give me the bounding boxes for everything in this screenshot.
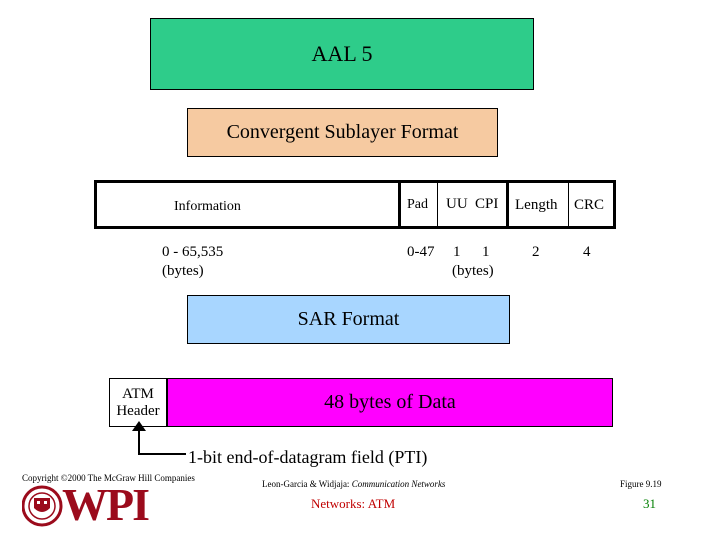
aal5-label: AAL 5 xyxy=(311,41,373,66)
crc-divider xyxy=(568,180,569,229)
uu-divider xyxy=(437,180,438,229)
size-crc: 4 xyxy=(583,244,591,260)
atm-header-line1: ATM xyxy=(122,385,154,402)
footer-book-title: Communication Networks xyxy=(351,479,446,489)
size-information-range: 0 - 65,535 xyxy=(162,244,224,260)
size-uu: 1 xyxy=(453,244,461,260)
footer-authors-prefix: Leon-Garcia & Widjaja: xyxy=(262,479,350,489)
sar-format-label: SAR Format xyxy=(297,308,400,330)
pad-divider xyxy=(398,180,401,229)
length-divider xyxy=(506,180,509,229)
field-pad: Pad xyxy=(407,197,428,212)
data-payload-label: 48 bytes of Data xyxy=(324,391,456,413)
field-crc: CRC xyxy=(574,197,605,213)
field-cpi: CPI xyxy=(475,196,499,212)
size-pad: 0-47 xyxy=(407,244,435,260)
convergent-sublayer-label: Convergent Sublayer Format xyxy=(226,121,459,143)
footer-figure: Figure 9.19 xyxy=(620,479,662,489)
pti-arrow xyxy=(132,421,186,455)
atm-header-box: ATM Header xyxy=(109,378,167,427)
wpi-seal-icon xyxy=(21,485,63,527)
data-payload-box: 48 bytes of Data xyxy=(167,378,613,427)
footer-page-number: 31 xyxy=(643,496,656,511)
footer-course: Networks: ATM xyxy=(311,496,396,511)
convergent-sublayer-box: Convergent Sublayer Format xyxy=(187,108,498,157)
footer-copyright: Copyright ©2000 The McGraw Hill Companie… xyxy=(22,473,195,483)
aal5-box: AAL 5 xyxy=(150,18,534,90)
size-uu-cpi-unit: (bytes) xyxy=(452,263,494,279)
footer-authors: Leon-Garcia & Widjaja: Communication Net… xyxy=(262,479,445,489)
cs-frame xyxy=(94,180,616,229)
wpi-logo-text: WPI xyxy=(62,479,150,530)
size-length: 2 xyxy=(532,244,540,260)
field-uu: UU xyxy=(446,196,468,212)
pti-note: 1-bit end-of-datagram field (PTI) xyxy=(188,447,428,467)
field-length: Length xyxy=(515,197,558,213)
size-cpi: 1 xyxy=(482,244,490,260)
atm-header-line2: Header xyxy=(116,402,160,419)
field-information: Information xyxy=(174,199,241,214)
size-information-unit: (bytes) xyxy=(162,263,204,279)
sar-format-box: SAR Format xyxy=(187,295,510,344)
wpi-logo: WPI xyxy=(21,478,150,534)
